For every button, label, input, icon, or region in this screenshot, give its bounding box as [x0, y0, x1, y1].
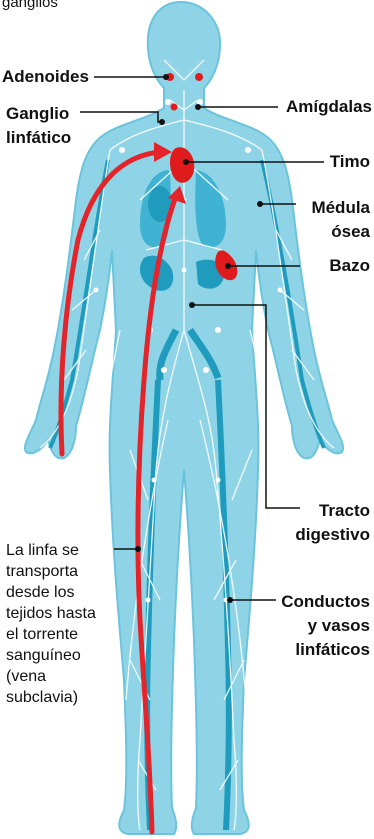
- label-ganglio-linfatico: Ganglio linfático: [6, 104, 72, 147]
- label-timo: Timo: [329, 152, 370, 171]
- label-adenoides: Adenoides: [2, 67, 89, 86]
- body-silhouette: [24, 0, 344, 835]
- tonsil: [170, 103, 178, 111]
- arrow-head-upper: [154, 142, 172, 162]
- label-ganglios-top: ganglios: [2, 0, 58, 11]
- lymph-vessel-network: [39, 59, 335, 831]
- right-lung: [195, 170, 226, 248]
- label-amigdalas: Amígdalas: [286, 97, 372, 116]
- arrow-head-lower: [168, 186, 186, 204]
- lymph-flow-arrow: [58, 149, 163, 457]
- label-tracto-digestivo: Tracto digestivo: [295, 501, 370, 544]
- label-conductos-vasos: Conductos y vasos linfáticos: [281, 592, 370, 659]
- heart: [148, 186, 172, 222]
- label-bazo: Bazo: [329, 256, 370, 275]
- thymus-organ: [170, 147, 195, 183]
- label-medula-osea: Médula ósea: [311, 198, 370, 241]
- lymph-flow-arrow-ascending: [135, 193, 179, 835]
- lymph-nodes: [93, 99, 283, 603]
- leader-lines: [80, 76, 324, 601]
- pelvic-vessels: [156, 328, 222, 381]
- leader-dots: [135, 74, 263, 603]
- adenoid-right: [195, 73, 203, 81]
- leg-vessel-right: [215, 379, 232, 831]
- label-linfa-transporte: La linfa se transporta desde los tejidos…: [6, 542, 96, 706]
